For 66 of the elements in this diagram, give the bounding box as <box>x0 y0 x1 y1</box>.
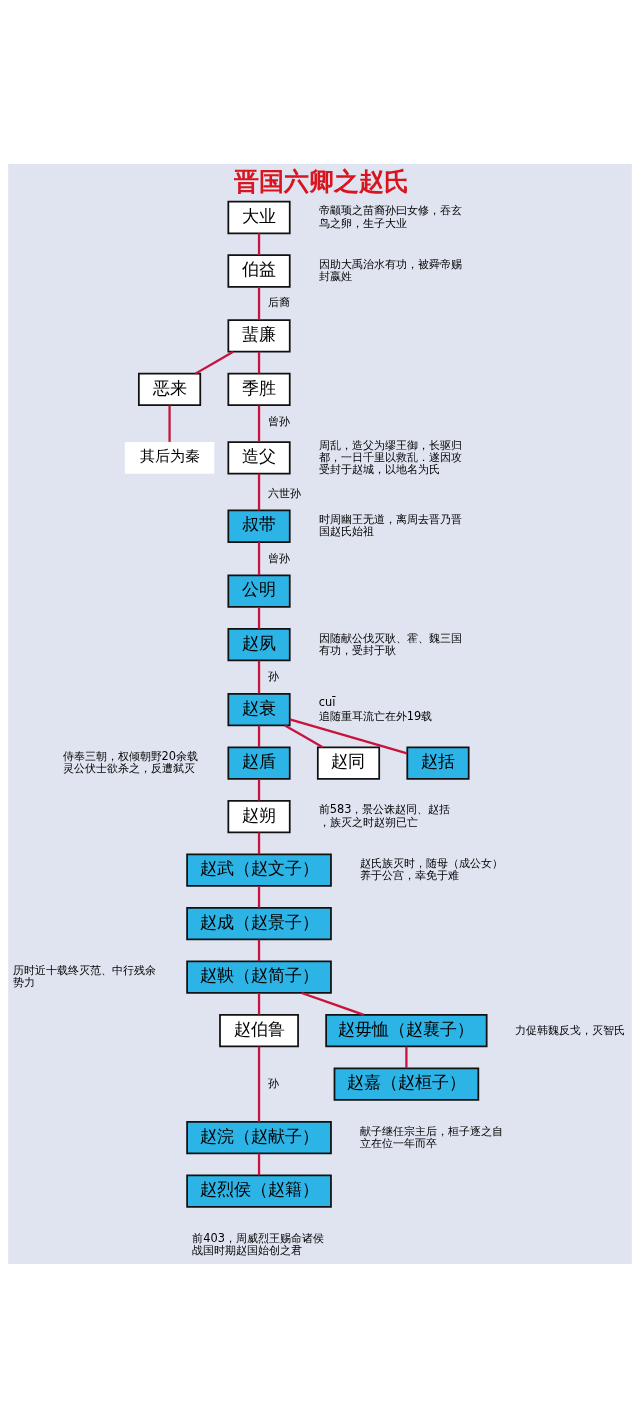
connector <box>257 1046 261 1122</box>
node-box: 蜚廉 <box>227 318 291 353</box>
node-box: 赵同 <box>316 745 381 780</box>
node-label: 侍奉三朝，权倾朝野20余载灵公伏士欲杀之，反遭弑灭 <box>62 748 199 775</box>
node-box: 叔带 <box>227 509 291 543</box>
node-box: 赵衰 <box>227 692 291 726</box>
node-label: 前583，景公诛赵同、赵括，族灭之时赵朔已亡 <box>318 801 451 829</box>
connector <box>284 723 324 748</box>
node-label: 追随重耳流亡在外19载 <box>318 708 433 723</box>
node-box: 赵括 <box>406 745 470 780</box>
node-label: 因助大禹治水有功，被舜帝赐封嬴姓 <box>318 256 462 283</box>
edge-label: 后裔 <box>267 294 290 309</box>
connector <box>257 286 261 320</box>
node-box: 赵伯鲁 <box>219 1013 299 1047</box>
node-box: 公明 <box>227 574 291 608</box>
node-box: 伯益 <box>227 253 291 288</box>
node-label: 周乱，造父为缪王御，长驱归都，一日千里以救乱．遂因攻受封于赵城，以地名为氏 <box>318 437 462 476</box>
connector <box>257 404 261 442</box>
node-box: 造父 <box>227 440 291 475</box>
diagram-title: 晋国六卿之赵氏 <box>234 166 410 196</box>
edge-label: 六世孙 <box>268 485 302 500</box>
node-box: 其后为秦 <box>124 441 215 474</box>
node-box: 恶来 <box>138 372 202 406</box>
node-box: 赵武（赵文子） <box>186 852 332 887</box>
connector <box>257 992 261 1015</box>
node-label: 力促韩魏反戈，灭智氏 <box>515 1022 626 1037</box>
node-box: 大业 <box>227 200 291 234</box>
connector <box>257 541 261 575</box>
connector <box>289 717 408 754</box>
connector <box>257 473 261 510</box>
connector <box>257 351 261 373</box>
connector <box>257 832 261 854</box>
connector <box>405 1046 408 1068</box>
connector <box>257 1153 261 1175</box>
node-box: 赵毋恤（赵襄子） <box>325 1013 488 1047</box>
connector <box>168 404 171 442</box>
edge-label: 孙 <box>268 1075 280 1090</box>
node-label: 因随献公伐灭耿、霍、魏三国有功，受封于耿 <box>318 630 462 657</box>
connector <box>257 660 261 693</box>
node-box: 赵嘉（赵桓子） <box>333 1067 480 1101</box>
edge-label: 曾孙 <box>267 550 290 565</box>
node-box: 赵盾 <box>227 745 291 780</box>
node-label: cuī <box>318 694 336 709</box>
node-box: 赵浣（赵献子） <box>186 1120 332 1154</box>
connector <box>257 724 261 747</box>
connector <box>257 232 261 255</box>
connector <box>257 885 261 908</box>
node-label: 前403，周威烈王赐命诸侯战国时期赵国始创之君 <box>192 1230 325 1257</box>
node-label: 时周幽王无道，离周去晋乃晋国赵氏始祖 <box>318 511 462 538</box>
node-label: 帝颛顼之苗裔孙曰女修，吞玄鸟之卵，生子大业 <box>318 202 462 230</box>
connector <box>301 991 365 1016</box>
node-box: 赵鞅（赵简子） <box>186 960 332 994</box>
connector <box>257 778 261 801</box>
edge-label: 孙 <box>268 668 280 683</box>
node-label: 献子继任宗主后，桓子逐之自立在位一年而卒 <box>359 1123 503 1150</box>
node-label: 历时近十载终灭范、中行残余势力 <box>12 962 156 989</box>
connector <box>257 606 261 629</box>
node-box: 赵烈侯（赵籍） <box>186 1174 332 1208</box>
connector <box>257 939 261 961</box>
connector <box>194 350 234 375</box>
node-box: 季胜 <box>227 372 291 406</box>
node-box: 赵成（赵景子） <box>186 906 332 940</box>
node-box: 赵朔 <box>227 799 291 833</box>
node-label: 赵氏族灭时，随母（成公女）养于公宫，幸免于难 <box>359 855 503 882</box>
edge-label: 曾孙 <box>267 413 290 428</box>
node-box: 赵夙 <box>227 627 291 661</box>
